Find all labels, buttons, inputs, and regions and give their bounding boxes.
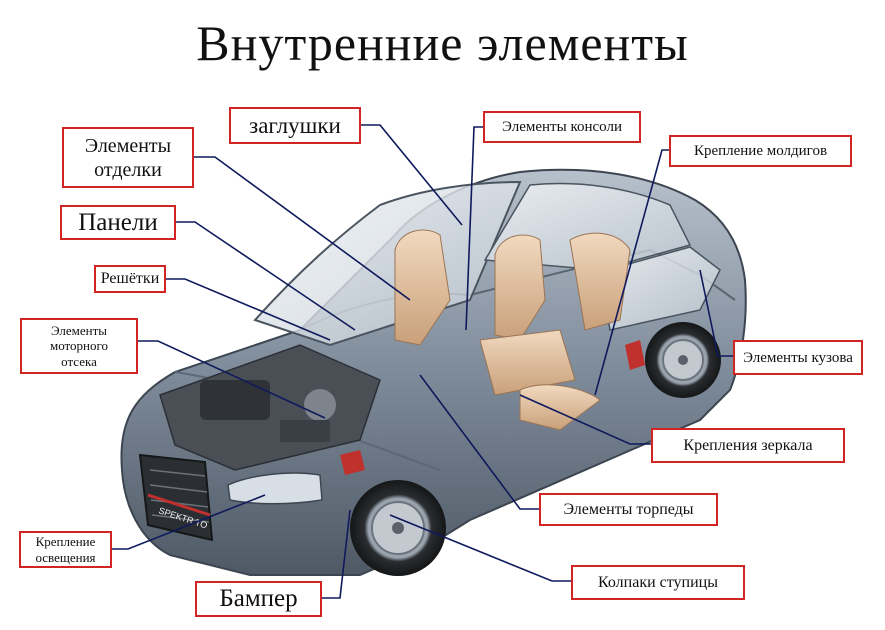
leader-lines xyxy=(112,124,733,599)
callout-konsol: Элементы консоли xyxy=(483,111,641,143)
callout-motor: Элементы моторного отсека xyxy=(20,318,138,374)
callout-moldingi: Крепление молдигов xyxy=(669,135,852,167)
leader-moldingi xyxy=(594,149,669,396)
callout-zerkalo: Крепления зеркала xyxy=(651,428,845,463)
leader-kuzov xyxy=(699,269,733,357)
callout-zaglushki: заглушки xyxy=(229,107,361,144)
rear-wheel xyxy=(645,322,721,398)
callout-kolpaki: Колпаки ступицы xyxy=(571,565,745,600)
callout-torpedo: Элементы торпеды xyxy=(539,493,718,526)
front-grille xyxy=(138,453,214,542)
leader-osveshchenie xyxy=(112,494,266,550)
callout-kuzov: Элементы кузова xyxy=(733,340,863,375)
leader-otdelka xyxy=(194,156,411,301)
callout-reshetki: Решётки xyxy=(94,265,166,293)
leader-torpedo xyxy=(419,374,539,510)
car-seats xyxy=(394,229,631,431)
headlight xyxy=(227,472,323,505)
callout-bamper: Бампер xyxy=(195,581,322,617)
leader-kolpaki xyxy=(389,514,571,582)
callout-osveshchenie: Крепление освещения xyxy=(19,531,112,568)
leader-motor xyxy=(138,340,326,419)
car-glass xyxy=(253,180,721,347)
engine-bay xyxy=(159,340,645,475)
leader-bamper xyxy=(322,509,351,599)
leader-zerkalo xyxy=(519,394,651,445)
callout-paneli: Панели xyxy=(60,205,176,240)
leader-zaglushki xyxy=(361,124,463,226)
leader-konsol xyxy=(465,126,483,331)
leader-reshetki xyxy=(166,278,331,341)
leader-paneli xyxy=(176,221,356,331)
callout-otdelka: Элементы отделки xyxy=(62,127,194,188)
page-title: Внутренние элементы xyxy=(196,15,689,71)
front-wheel xyxy=(350,480,446,576)
